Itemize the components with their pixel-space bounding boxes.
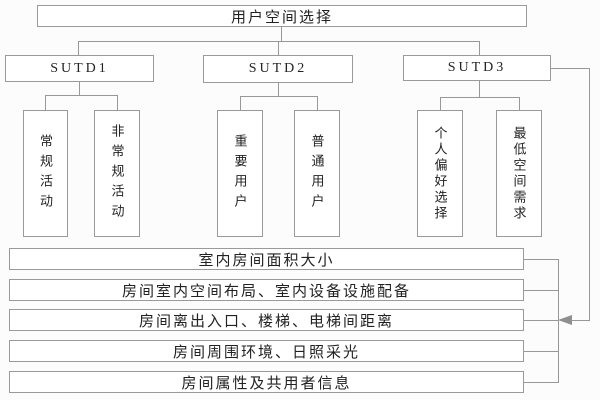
group-box-sutd2: SUTD2	[203, 55, 353, 83]
connector-line	[523, 382, 559, 383]
connector-line	[317, 96, 318, 110]
connector-line	[278, 41, 279, 55]
leaf-box-ordinary-users: 普通用户	[294, 110, 340, 237]
root-box: 用户空间选择	[37, 5, 527, 27]
group-label-sutd1: SUTD1	[50, 60, 109, 76]
criteria-bar-attributes-cousers: 房间属性及共用者信息	[9, 371, 524, 393]
connector-line	[523, 320, 559, 321]
connector-line	[479, 41, 480, 55]
group-box-sutd1: SUTD1	[5, 55, 154, 82]
leaf-box-regular-activities: 常规活动	[23, 110, 68, 237]
connector-line	[45, 95, 118, 96]
connector-line	[45, 95, 46, 110]
connector-line	[240, 96, 241, 110]
leaf-box-minimum-space-need: 最低空间需求	[496, 110, 542, 237]
connector-line	[240, 96, 318, 97]
connector-line	[440, 97, 520, 98]
connector-line	[78, 41, 79, 55]
criteria-bar-layout-equipment: 房间室内空间布局、室内设备设施配备	[9, 279, 524, 301]
connector-line	[589, 68, 590, 321]
connector-line	[281, 27, 282, 41]
connector-line	[523, 351, 559, 352]
leaf-box-important-users: 重要用户	[217, 110, 263, 237]
criteria-bar-distance: 房间离出入口、楼梯、电梯间距离	[9, 309, 524, 331]
connector-line	[117, 95, 118, 110]
leaf-box-personal-preference: 个人偏好选择	[417, 110, 463, 237]
leaf-label: 非常规活动	[109, 123, 125, 224]
connector-line	[78, 41, 480, 42]
leaf-box-non-regular-activities: 非常规活动	[94, 110, 140, 237]
criteria-bar-room-area: 室内房间面积大小	[9, 248, 524, 270]
connector-line	[551, 68, 590, 69]
connector-line	[523, 290, 559, 291]
connector-line	[79, 82, 80, 95]
criteria-bar-environment-daylight: 房间周围环境、日照采光	[9, 340, 524, 362]
criteria-bar-label: 房间室内空间布局、室内设备设施配备	[121, 283, 411, 300]
group-box-sutd3: SUTD3	[403, 55, 551, 81]
criteria-bar-label: 房间属性及共用者信息	[181, 375, 352, 392]
arrowhead-left-icon	[558, 315, 572, 325]
connector-line	[440, 97, 441, 110]
criteria-bar-label: 室内房间面积大小	[198, 252, 335, 269]
criteria-bar-label: 房间周围环境、日照采光	[172, 344, 360, 361]
connector-line	[523, 259, 559, 260]
root-label: 用户空间选择	[230, 9, 333, 26]
group-label-sutd2: SUTD2	[248, 61, 308, 76]
connector-line	[278, 82, 279, 96]
leaf-label: 普通用户	[309, 133, 325, 214]
leaf-label: 重要用户	[232, 133, 248, 214]
connector-line	[479, 81, 480, 97]
leaf-label: 最低空间需求	[511, 125, 527, 222]
leaf-label: 常规活动	[38, 133, 53, 214]
connector-line	[571, 320, 590, 321]
group-label-sutd3: SUTD3	[447, 60, 507, 75]
leaf-label: 个人偏好选择	[432, 125, 448, 222]
connector-line	[519, 97, 520, 110]
connector-line	[558, 259, 559, 383]
criteria-bar-label: 房间离出入口、楼梯、电梯间距离	[138, 313, 394, 330]
